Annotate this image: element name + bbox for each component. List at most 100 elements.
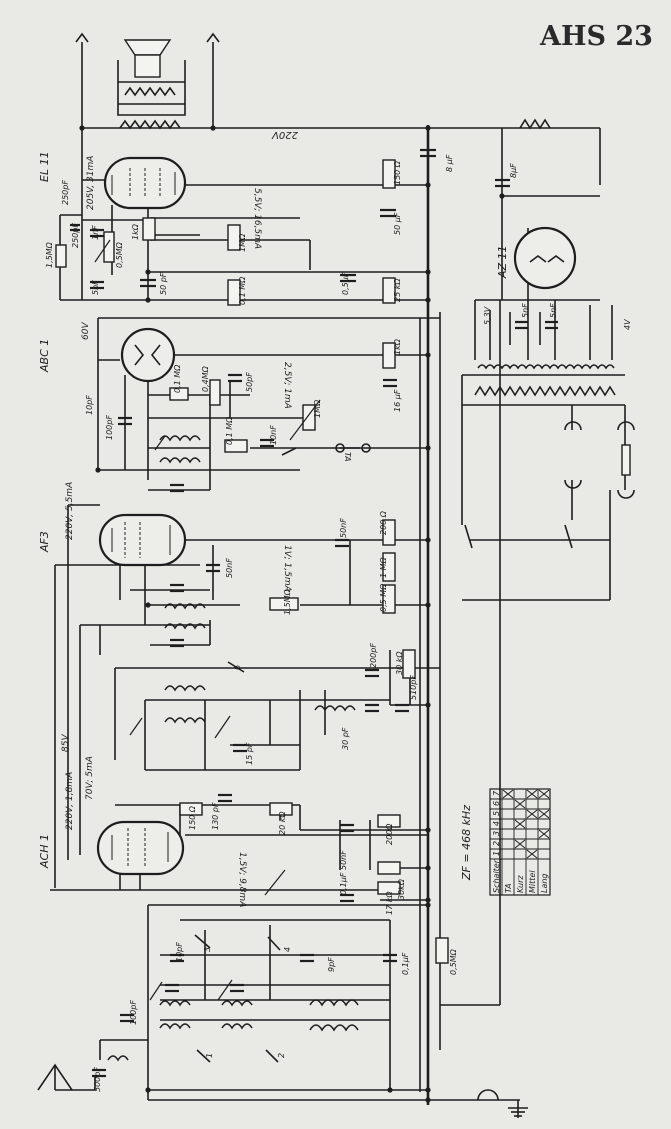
switch-table-col-3: 3: [492, 831, 501, 836]
tube-voltage-ach1: 220V; 1,8mA: [65, 772, 75, 830]
tube-label-ach1: ACH 1: [38, 834, 51, 869]
loudspeaker-magnet-icon: [134, 54, 161, 78]
resistor-1-5M-el11-icon: [55, 244, 67, 268]
resistor-200-ohm-af3-icon: [382, 519, 396, 546]
label-ach1-30pF: 30 pF: [341, 727, 350, 750]
switch-table-col-4: 4: [492, 821, 501, 826]
resistor-0-5M-input-icon: [435, 937, 449, 964]
tube-cathode-af3: 1V; 1,5mA: [282, 545, 292, 592]
label-ach1-200pF: 200pF: [369, 643, 378, 668]
label-input-500pF: 500pF: [93, 1067, 102, 1092]
label-el11-1-5M: 1,5MΩ: [45, 241, 54, 268]
tube-cathode-el11: 5,5V; 16,5mA: [252, 188, 262, 249]
label-input-9pF: 9pF: [327, 957, 336, 972]
mains-socket-top-icon: [564, 421, 582, 431]
label-ach1-0-1uF: 0,1μF: [339, 872, 348, 895]
component-symbols: [55, 32, 635, 1103]
label-ach1-130pF: 130 pF: [211, 802, 220, 830]
resistor-0-1M-abc1-b-icon: [224, 439, 248, 453]
tube-label-el11: EL 11: [38, 151, 51, 182]
component-value-labels: 250pF 1nF 250pF 1,5MΩ 0,5MΩ 5nF 1kΩ 50 p…: [45, 154, 632, 1092]
label-abc1-100pF: 100pF: [105, 415, 114, 440]
label-ach1-switch-6: 6: [233, 665, 242, 670]
switch-table-col-6: 6: [492, 801, 501, 806]
mains-plug-top-icon: [617, 421, 635, 431]
label-input-10pF: 10pF: [175, 942, 184, 962]
label-el11-250pF-b: 250pF: [71, 223, 80, 248]
tube-label-az11: AZ 11: [496, 245, 509, 279]
label-abc1-10pF: 10pF: [85, 395, 94, 415]
resistor-1-5M-af3-icon: [269, 597, 299, 611]
resistor-0-4M-abc1-icon: [209, 379, 221, 406]
switch-table-col-7: 7: [492, 790, 501, 796]
mains-plug-bottom-icon: [617, 489, 635, 499]
speaker-transformer-secondary-icon: [124, 86, 176, 97]
label-input-100pF: 100pF: [129, 1000, 138, 1025]
tube-cathode-ach1: 1,5V; 9,8mA: [237, 852, 247, 907]
label-el11-25k: 25 kΩ: [393, 278, 402, 302]
label-el11-5nF: 5nF: [91, 280, 100, 295]
label-input-0-5M: 0,5MΩ: [449, 948, 458, 975]
label-af3-200ohm: 200 Ω: [379, 510, 388, 535]
label-ach1-150ohm: 150 Ω: [188, 805, 197, 830]
filter-choke-icon: [519, 118, 551, 130]
label-ach1-15pF: 15 pF: [245, 742, 254, 765]
switch-table-row-ta: TA: [504, 883, 513, 893]
resistor-17k-ach1-icon: [377, 881, 401, 895]
label-ach1-17k: 17 kΩ: [385, 891, 394, 915]
label-el11-0-5M: 0,5MΩ: [115, 241, 124, 268]
tube-label-abc1: ABC 1: [38, 339, 51, 373]
label-el11-0-5uF: 0,5μF: [341, 272, 350, 295]
label-power-4V: 4V: [623, 319, 632, 330]
tube-voltage-abc1: 60V: [81, 322, 91, 340]
switch-table-col-5: 5: [492, 811, 501, 816]
label-abc1-10nF: 10nF: [269, 425, 278, 445]
resistor-30k-ach1-icon: [402, 649, 416, 679]
label-el11-150ohm: 150 Ω: [393, 160, 402, 185]
switch-table-col-2: 2: [492, 841, 501, 846]
label-abc1-0-4M: 0,4MΩ: [201, 365, 210, 392]
label-abc1-16uF: 16 μF: [393, 389, 402, 412]
antenna-terminal-right-icon: [206, 32, 220, 43]
resistor-0-5M-af3-icon: [382, 584, 396, 614]
label-el11-8uF: 8 μF: [445, 154, 454, 172]
switch-table-col-1: 1: [492, 851, 501, 856]
label-af3-50nF-a: 50nF: [339, 518, 348, 538]
switch-table-row-mittel: Mittel: [528, 870, 537, 893]
tube-aux-voltage-ach1: 70V; 5mA: [85, 756, 95, 800]
label-ach1-510pF: 510pF: [409, 675, 418, 700]
tube-az11-envelope-icon: [513, 226, 577, 290]
label-af3-1M: 1 MΩ: [379, 556, 388, 578]
switch-table-row-lang: Lang: [540, 873, 549, 893]
label-el11-250pF-a: 250pF: [61, 180, 70, 205]
resistor-25k-el11-icon: [382, 277, 396, 304]
fuse-icon: [621, 444, 631, 476]
label-input-switch-4: 4: [283, 947, 292, 952]
switch-table-header: Schalter: [492, 859, 501, 893]
inductor-symbols: [107, 364, 616, 1062]
tube-ach1-envelope-icon: [96, 820, 185, 876]
tube-voltage-el11: 205V, 31mA: [86, 156, 96, 210]
label-el11-50pF: 50 pF: [159, 272, 168, 295]
label-af3-1-5M: 1,5MΩ: [283, 588, 292, 615]
tube-voltage-af3: 220V; 5,5mA: [65, 482, 75, 540]
label-af3-0-5M: 0,5 MΩ: [379, 583, 388, 612]
label-el11-1M: 1MΩ: [238, 233, 247, 252]
label-abc1-1M: 1MΩ: [313, 399, 322, 418]
label-abc1-0-1M-b: 0,1 MΩ: [225, 416, 234, 445]
resistor-200-ohm-ach1-icon: [377, 814, 401, 828]
resistor-0-5M-el11-icon: [103, 231, 115, 263]
label-el11-1nF: 1nF: [91, 225, 100, 240]
resistor-150-ohm-ach1-icon: [179, 802, 203, 816]
label-input-switch-3: 3: [203, 947, 212, 952]
label-af3-50nF-b: 50nF: [225, 558, 234, 578]
label-ach1-20k: 20 kΩ: [278, 811, 287, 835]
resistor-20k-ach1-icon: [269, 802, 293, 816]
switch-table-row-kurz: Kurz: [516, 875, 525, 893]
label-power-8uF: 8μF: [509, 163, 518, 178]
resistor-30k-ach1-b-icon: [377, 861, 401, 875]
label-ach1-200ohm: 200Ω: [385, 823, 394, 845]
loudspeaker-icon: [123, 39, 172, 56]
label-power-5-3V: 5,3V: [483, 306, 492, 325]
